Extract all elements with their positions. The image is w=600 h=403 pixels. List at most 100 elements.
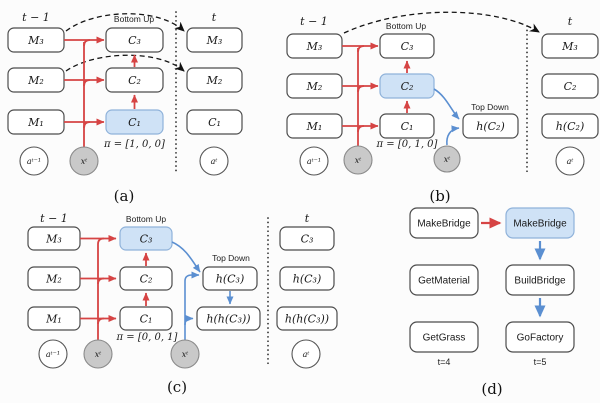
a-candidate-c1-box-highlighted (105, 109, 164, 135)
d-next-plan-2-box (505, 264, 575, 296)
b-candidate-c3-label: C₃ (401, 40, 414, 53)
c-candidate-c1-label: C₁ (140, 313, 153, 326)
a-candidate-c2-label: C₂ (128, 74, 141, 87)
b-candidate-c2-label: C₂ (401, 80, 414, 93)
c-candidate-c2-box (119, 266, 173, 291)
d-prev-plan-3-label: GetGrass (423, 333, 466, 344)
b-next-action-circle (555, 146, 585, 176)
a-next-c1-label: C₁ (208, 116, 221, 129)
b-observation2-label: xᵗ (444, 155, 451, 164)
c-prev-m2-label: M₂ (45, 273, 62, 286)
c-next-time-label: t (305, 212, 310, 225)
d-caption: (d) (481, 380, 502, 398)
c-candidate-c1-box (119, 306, 173, 331)
d-next-plan-1-label: MakeBridge (513, 219, 567, 230)
d-prev-plan-2-label: GetMaterial (418, 276, 470, 287)
d-prev-plan-3-box (409, 321, 479, 353)
b-observation-circle (343, 145, 373, 175)
a-prev-m1-label: M₁ (27, 116, 44, 129)
b-prev-m1-label: M₁ (306, 120, 323, 133)
d-prev-time-label: t=4 (438, 357, 451, 367)
a-pi-label: π = [1, 0, 0] (103, 139, 165, 150)
c-bottom-up-label: Bottom Up (126, 214, 166, 224)
a-next-c1-box (186, 109, 243, 135)
c-observation-circle (83, 339, 113, 369)
b-prev-action-label: aᵗ⁻¹ (307, 157, 321, 166)
c-next-hhc3-label: h(h(C₃)) (285, 313, 329, 326)
c-pi-label: π = [0, 0, 1] (116, 332, 178, 343)
subfigure-c: t − 1 Bottom Up Top Down t M₃ M₂ M₁ C₃ C… (27, 212, 338, 396)
c-topdown-hhc3-label: h(h(C₃)) (206, 313, 250, 326)
b-blue-arrow-obs-hc2 (446, 125, 460, 146)
a-caption: (a) (114, 187, 135, 205)
subfigure-b: t − 1 Bottom Up Top Down t M₃ M₂ M₁ C₃ C… (286, 11, 599, 205)
c-next-c3-box (279, 226, 335, 251)
c-prev-action-label: aᵗ⁻¹ (46, 350, 60, 359)
c-observation2-circle (170, 339, 200, 369)
a-red-branch-1 (83, 121, 91, 129)
b-next-c2-label: C₂ (564, 80, 577, 93)
a-dashed-arc-m3 (65, 13, 185, 32)
a-prev-time-label: t − 1 (22, 11, 50, 24)
c-prev-m3-label: M₃ (45, 233, 62, 246)
c-next-hc3-box (279, 266, 335, 291)
b-next-hc2-label: h(C₂) (556, 120, 585, 133)
b-next-c2-box (541, 73, 599, 99)
b-candidate-c2-box-highlighted (379, 73, 435, 99)
c-next-hc3-label: h(C₃) (293, 273, 322, 286)
c-candidate-c2-label: C₂ (140, 273, 153, 286)
b-prev-m3-label: M₃ (306, 40, 323, 53)
b-prev-time-label: t − 1 (300, 15, 328, 28)
b-candidate-c1-label: C₁ (401, 120, 414, 133)
c-topdown-hc3-box (202, 266, 258, 291)
c-next-action-label: aᵗ (303, 350, 310, 359)
a-next-m3-label: M₃ (206, 34, 223, 47)
b-observation2-circle (433, 145, 461, 173)
a-candidate-c3-label: C₃ (128, 34, 141, 47)
a-next-m2-box (186, 67, 243, 93)
b-next-hc2-box (541, 113, 599, 139)
d-prev-plan-1-box (409, 207, 479, 239)
c-caption: (c) (167, 378, 187, 396)
a-next-m2-label: M₂ (206, 74, 223, 87)
b-dashed-arc-m3 (343, 11, 540, 34)
a-prev-action-circle (19, 146, 49, 176)
b-red-branch-1 (357, 125, 365, 133)
b-candidate-c1-box (379, 113, 435, 139)
b-top-down-label: Top Down (471, 102, 509, 112)
b-next-m3-box (541, 33, 599, 59)
a-prev-m3-label: M₃ (27, 34, 44, 47)
d-prev-plan-1-label: MakeBridge (417, 219, 471, 230)
a-next-time-label: t (212, 11, 217, 24)
c-candidate-c3-box-highlighted (119, 226, 173, 251)
c-red-branch-2 (97, 277, 105, 285)
a-prev-m2-label: M₂ (27, 74, 44, 87)
a-candidate-c2-box (105, 67, 164, 93)
b-topdown-hc2-label: h(C₂) (476, 120, 505, 133)
b-candidate-c3-box (379, 33, 435, 59)
d-next-plan-3-label: GoFactory (517, 333, 564, 344)
d-next-plan-2-label: BuildBridge (514, 276, 566, 287)
d-next-plan-3-box (505, 321, 575, 353)
b-red-branch-2 (357, 85, 365, 93)
a-candidate-c3-box (105, 27, 164, 53)
c-blue-arrow-c3-hc3 (171, 241, 201, 273)
d-next-plan-1-box-highlighted (505, 207, 575, 239)
b-red-branch-3 (357, 45, 365, 53)
c-topdown-hhc3-box (196, 306, 261, 331)
c-prev-time-label: t − 1 (40, 212, 68, 225)
subfigure-a: t − 1 Bottom Up t M₃ M₂ M₁ C₃ C₂ C₁ π = … (7, 11, 243, 205)
b-next-action-label: aᵗ (567, 157, 574, 166)
a-prev-action-label: aᵗ⁻¹ (27, 157, 41, 166)
c-next-action-circle (291, 339, 321, 369)
a-red-branch-3 (83, 39, 91, 47)
c-observation-label: xᵗ (95, 350, 102, 359)
c-topdown-hc3-label: h(C₃) (216, 273, 245, 286)
a-observation-label: xᵗ (81, 157, 88, 166)
c-next-hhc3-box (276, 306, 338, 331)
c-candidate-c3-label: C₃ (140, 233, 153, 246)
b-next-m3-label: M₃ (561, 40, 578, 53)
b-observation-label: xᵗ (355, 156, 362, 165)
